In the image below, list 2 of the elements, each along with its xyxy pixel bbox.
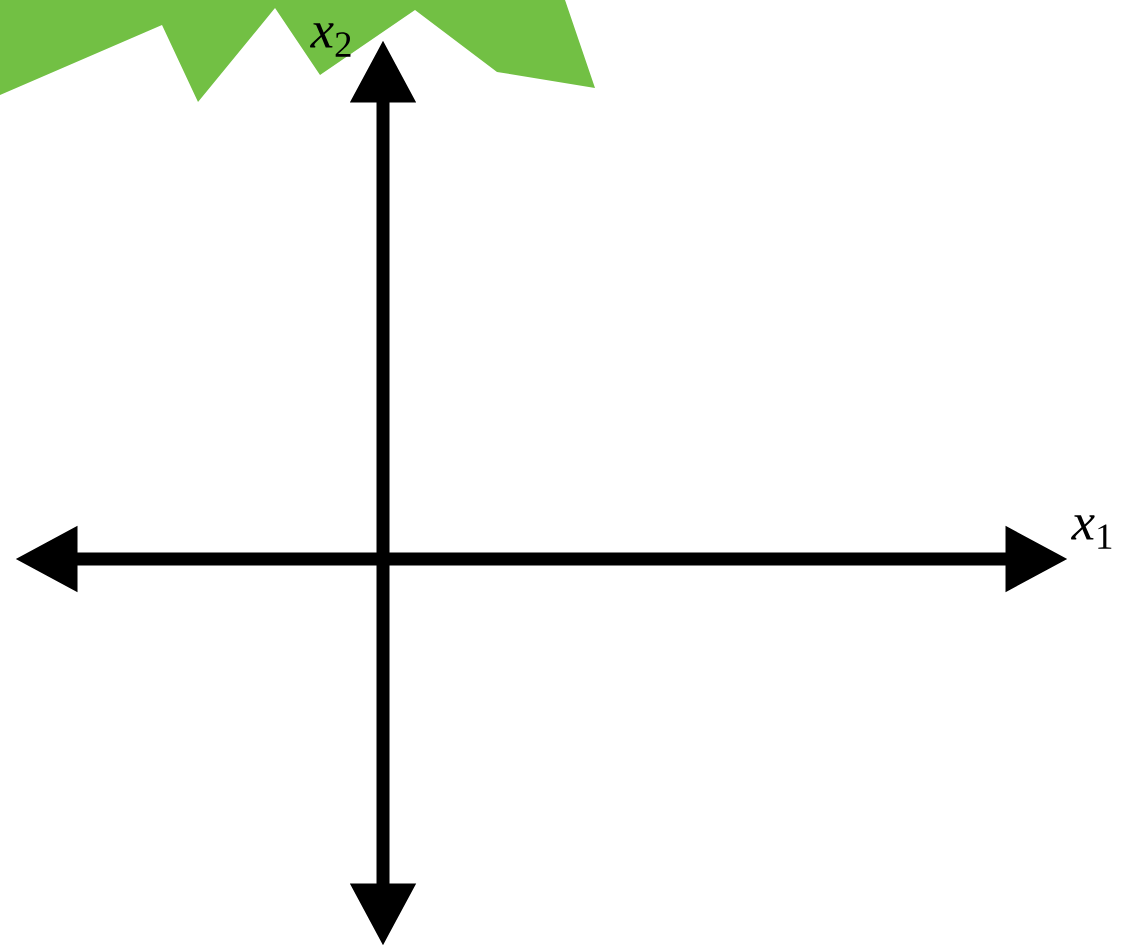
axis-label: x$_{1}$ [1071, 515, 1112, 549]
axis-label: x$_{2}$ [310, 23, 351, 57]
